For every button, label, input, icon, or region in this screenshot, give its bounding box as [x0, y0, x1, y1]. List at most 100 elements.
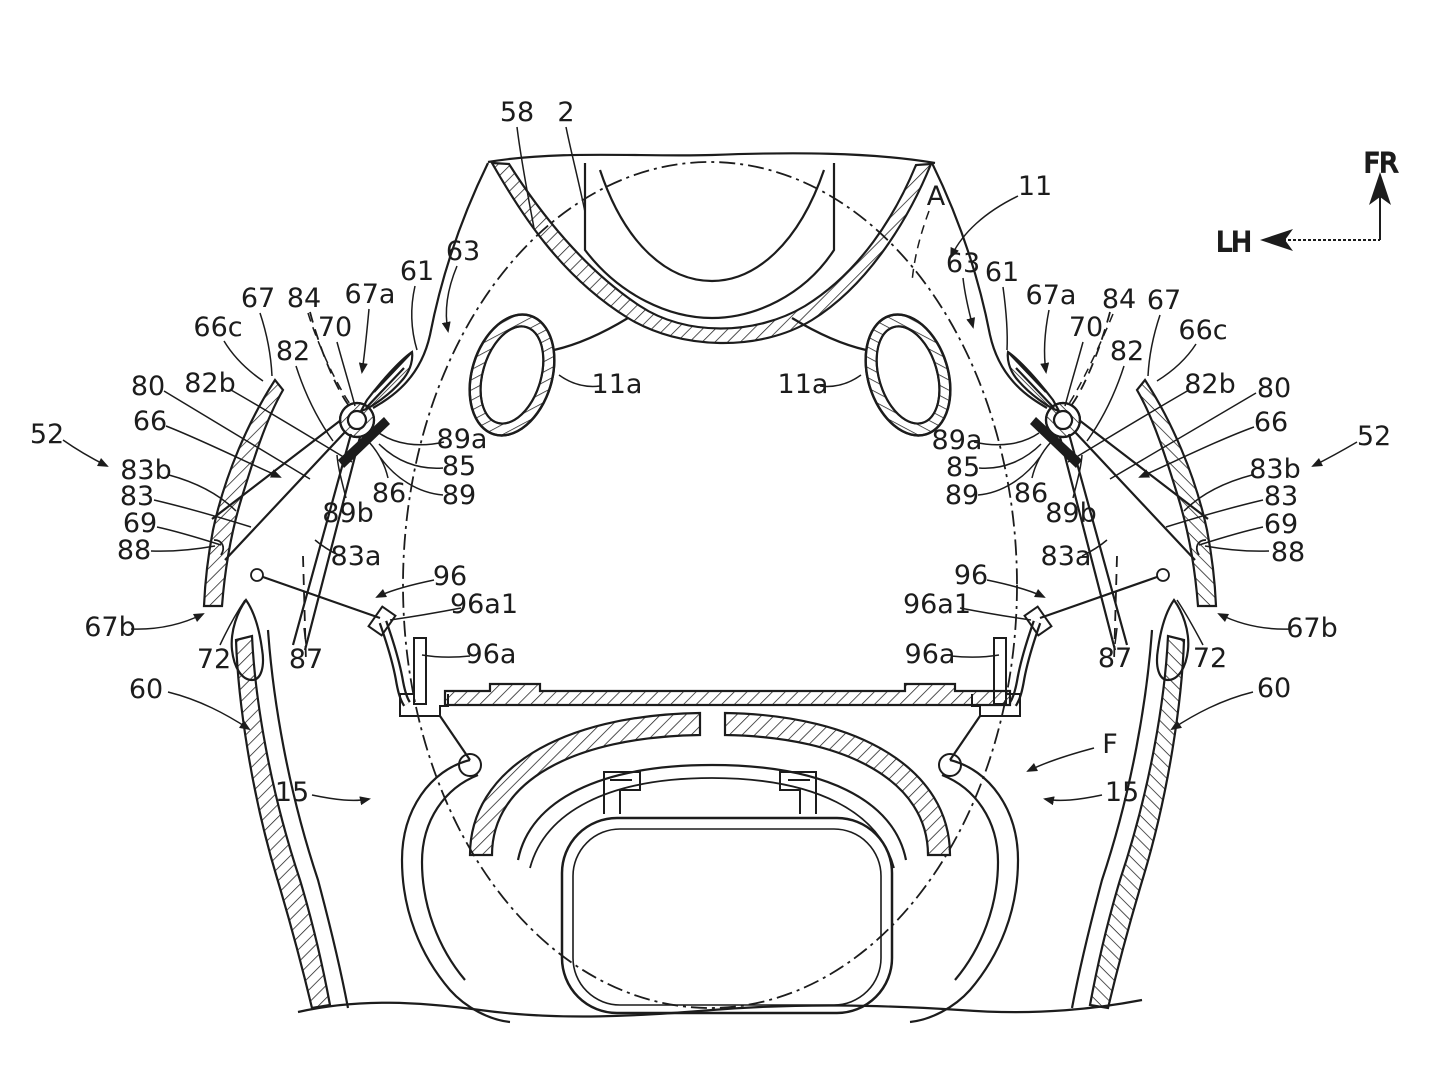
leader-line-83 — [153, 499, 252, 528]
ref-label-83b: 83b — [1249, 454, 1301, 485]
leader-line-67b — [1217, 613, 1292, 630]
ref-label-96a1: 96a1 — [450, 589, 518, 620]
ref-label-60: 60 — [1257, 673, 1291, 704]
lh-arrowhead — [1260, 229, 1293, 251]
ref-label-66: 66 — [1254, 407, 1288, 438]
leader-line-89a — [378, 432, 445, 446]
ref-label-87: 87 — [289, 644, 323, 675]
leader-line-15 — [1043, 794, 1103, 806]
leader-line-66c — [1156, 343, 1197, 382]
ref-label-96: 96 — [954, 560, 988, 591]
ref-label-86: 86 — [1014, 478, 1048, 509]
leader-line-66c — [223, 340, 264, 382]
ref-label-82: 82 — [276, 336, 310, 367]
ref-label-88: 88 — [117, 535, 151, 566]
leader-line-89b — [1072, 454, 1083, 499]
leader-line-89b — [336, 454, 347, 499]
ref-label-80: 80 — [131, 371, 165, 402]
leader-line-82 — [1086, 365, 1125, 442]
ref-label-2: 2 — [557, 97, 574, 128]
ref-label-15: 15 — [275, 777, 309, 808]
fr-arrowhead — [1369, 172, 1391, 205]
cowl-top-edge — [487, 152, 936, 165]
ground-line — [297, 998, 1143, 1018]
leader-line-11a — [558, 374, 601, 388]
ref-label-67b: 67b — [1286, 613, 1338, 644]
leader-line-2 — [565, 126, 586, 213]
cowl-stay-bar — [443, 682, 1012, 707]
ref-label-86: 86 — [372, 478, 406, 509]
leader-line-84 — [307, 312, 353, 408]
ref-label-72: 72 — [197, 644, 231, 675]
leader-line-88 — [1204, 545, 1270, 552]
leader-line-52 — [62, 439, 109, 467]
leader-line-67b — [130, 613, 205, 630]
central-geometry — [297, 152, 1143, 1018]
ref-label-85: 85 — [946, 452, 980, 483]
ref-label-60: 60 — [129, 674, 163, 705]
ref-label-85: 85 — [442, 451, 476, 482]
leader-line-63 — [441, 265, 458, 333]
leader-line-67 — [259, 312, 273, 377]
ref-label-96a: 96a — [466, 639, 517, 670]
leader-line-86 — [368, 441, 389, 479]
leader-line-69 — [1198, 526, 1264, 546]
leader-line-84 — [1066, 313, 1114, 408]
leader-line-82b — [230, 389, 353, 463]
headlight-housing — [583, 163, 836, 320]
ref-label-72: 72 — [1193, 643, 1227, 674]
windscreen-band — [490, 161, 933, 345]
leader-line-61 — [411, 285, 418, 351]
leader-line-83b — [168, 474, 237, 512]
ref-label-89b: 89b — [1045, 498, 1097, 529]
leader-line-82b — [1067, 389, 1190, 463]
leader-line-F — [1026, 747, 1095, 772]
leader-line-69 — [156, 526, 222, 546]
leader-line-52 — [1311, 441, 1358, 467]
leader-line-67 — [1147, 314, 1161, 377]
ref-label-70: 70 — [318, 312, 352, 343]
ref-label-58: 58 — [500, 97, 534, 128]
leader-line-72 — [219, 599, 246, 646]
fender-inner-curve-1 — [516, 763, 908, 861]
ref-label-67: 67 — [241, 283, 275, 314]
leader-line-11a — [819, 374, 862, 388]
leader-line-58 — [516, 126, 535, 229]
fender-clip-left — [603, 771, 641, 814]
leader-line-87 — [1114, 627, 1118, 645]
ref-label-83: 83 — [1264, 481, 1298, 512]
ref-label-89: 89 — [442, 480, 476, 511]
ref-label-15: 15 — [1105, 777, 1139, 808]
ref-label-96a1: 96a1 — [903, 589, 971, 620]
ref-label-61: 61 — [985, 257, 1019, 288]
leader-line-96a — [421, 654, 471, 658]
ref-label-67a: 67a — [345, 279, 396, 310]
fender-arch-right — [723, 711, 952, 857]
leader-line-96 — [986, 579, 1046, 598]
leader-line-80 — [163, 390, 311, 480]
ref-label-69: 69 — [1264, 509, 1298, 540]
leader-line-A — [911, 210, 930, 283]
leader-line-96a1 — [959, 607, 1032, 621]
ref-label-11: 11 — [1018, 171, 1052, 202]
leader-line-83 — [1165, 499, 1264, 528]
leader-line-89 — [379, 456, 444, 496]
tire-outline-outer — [560, 816, 894, 1015]
leader-line-61 — [1002, 286, 1008, 351]
leader-lines-layer — [62, 126, 1358, 806]
ref-label-84: 84 — [287, 283, 321, 314]
leader-line-86 — [1031, 441, 1052, 479]
ref-label-87: 87 — [1098, 643, 1132, 674]
leader-line-96a1 — [389, 607, 462, 621]
ref-label-69: 69 — [123, 508, 157, 539]
ref-label-83a: 83a — [1041, 541, 1092, 572]
ref-label-A: A — [927, 181, 946, 212]
ref-label-82: 82 — [1110, 336, 1144, 367]
leader-line-15 — [311, 794, 371, 806]
ref-label-83: 83 — [120, 481, 154, 512]
ref-label-52: 52 — [30, 419, 64, 450]
orientation-indicator: FR LH — [1215, 147, 1399, 259]
ref-label-96: 96 — [433, 561, 467, 592]
ref-label-82b: 82b — [184, 368, 236, 399]
